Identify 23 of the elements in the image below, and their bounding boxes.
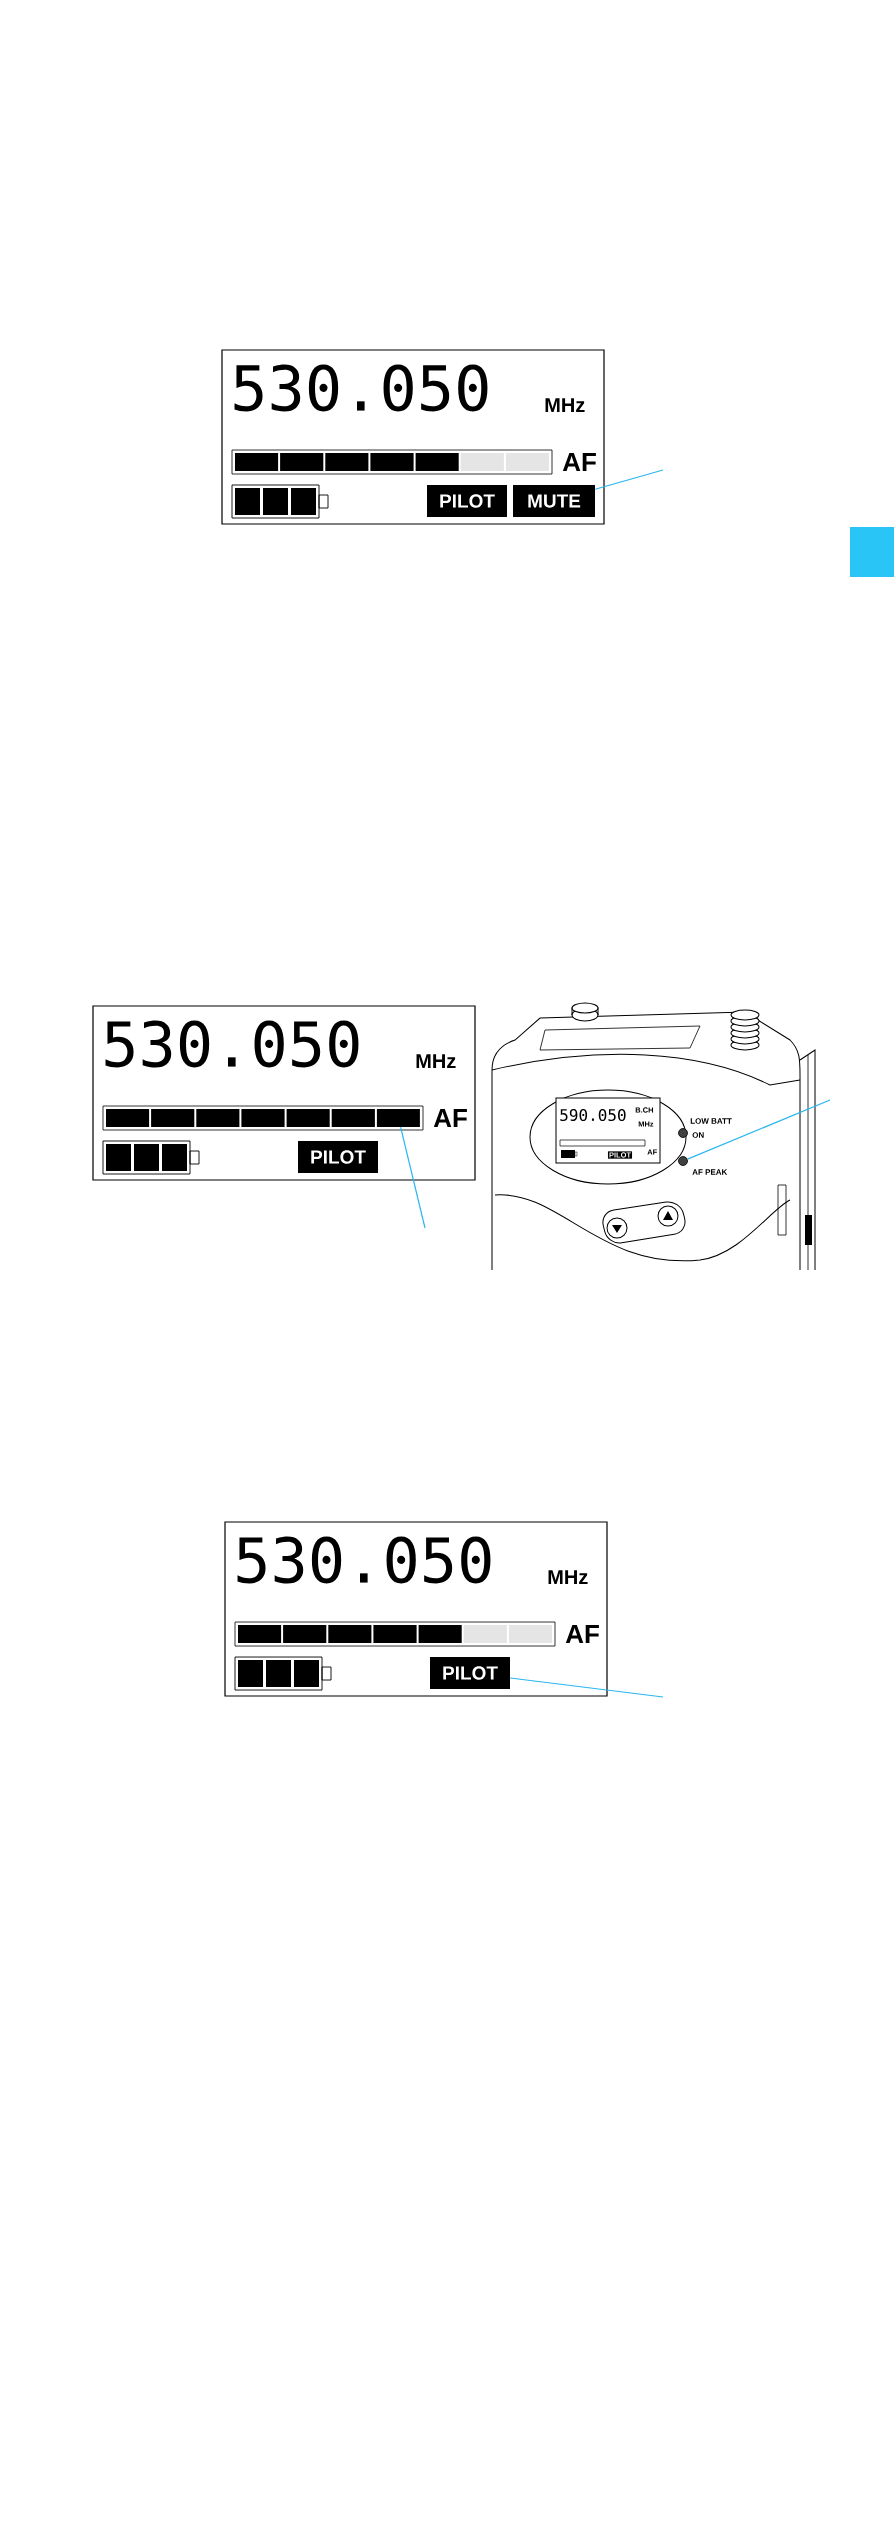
unit-label: MHz xyxy=(548,1570,588,1584)
indicator-label: PILOT xyxy=(430,1657,510,1689)
indicator-label: PILOT xyxy=(427,485,507,517)
led-label: AF PEAK xyxy=(692,1169,728,1175)
led-label: LOW BATT xyxy=(690,1118,732,1124)
indicator-label: PILOT xyxy=(298,1141,378,1173)
leader-line xyxy=(400,1126,426,1229)
meter-label: AF xyxy=(562,453,596,471)
unit-label: MHz xyxy=(545,398,585,412)
meter-segment xyxy=(376,1109,420,1127)
unit-label: MHz xyxy=(416,1054,456,1068)
leader-line xyxy=(594,469,664,490)
leader-line xyxy=(686,1099,831,1160)
indicator-label: MUTE xyxy=(513,485,595,517)
led-label: ON xyxy=(692,1132,704,1138)
frequency-readout: 530.050 xyxy=(234,364,488,412)
led-indicator xyxy=(678,1156,688,1166)
meter-label: AF xyxy=(565,1625,599,1643)
meter-label: AF xyxy=(433,1109,467,1127)
frequency-readout: 530.050 xyxy=(105,1020,359,1068)
frequency-readout: 530.050 xyxy=(237,1536,491,1584)
leader-line xyxy=(509,1677,664,1698)
frequency-readout: 590.050 xyxy=(560,1108,626,1122)
